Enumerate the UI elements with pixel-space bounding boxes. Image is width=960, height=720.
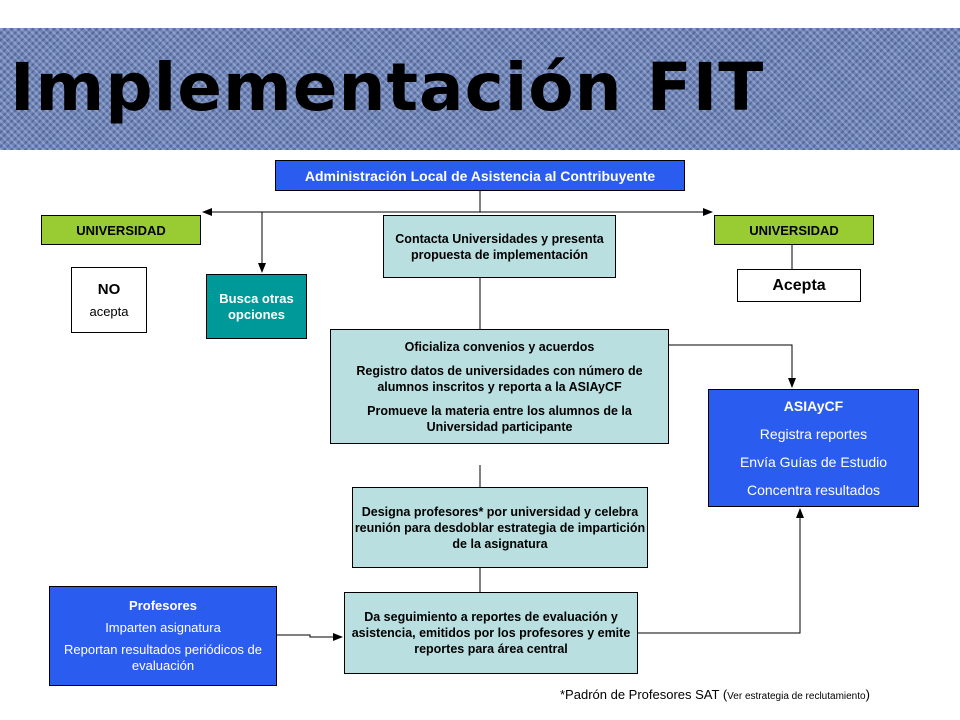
footnote: *Padrón de Profesores SAT (Ver estrategi…	[560, 687, 870, 702]
profesores-line-2: Reportan resultados periódicos de evalua…	[63, 642, 262, 673]
acepta-label: Acepta	[772, 276, 826, 294]
profesores-line-1: Imparten asignatura	[105, 620, 221, 635]
universidad-right-box: UNIVERSIDAD	[714, 215, 874, 245]
contacta-box: Contacta Universidades y presenta propue…	[383, 215, 616, 278]
contacta-label: Contacta Universidades y presenta propue…	[395, 231, 604, 262]
admin-label: Administración Local de Asistencia al Co…	[304, 167, 656, 184]
arrow-oficializa-to-asiaycf	[669, 344, 796, 388]
no-label: NO	[97, 281, 121, 298]
profesores-box: Profesores Imparten asignatura Reportan …	[49, 586, 277, 686]
acepta-sub-label: acepta	[89, 304, 129, 319]
admin-box: Administración Local de Asistencia al Co…	[275, 160, 685, 191]
oficializa-box: Oficializa convenios y acuerdos Registro…	[330, 329, 669, 444]
busca-box: Busca otras opciones	[206, 274, 307, 339]
universidad-right-label: UNIVERSIDAD	[749, 222, 839, 238]
seguimiento-label: Da seguimiento a reportes de evaluación …	[351, 610, 631, 656]
title-banner	[0, 28, 960, 150]
arrow-profesores-to-seguimiento	[277, 633, 343, 641]
busca-label: Busca otras opciones	[219, 290, 294, 322]
asiaycf-title: ASIAyCF	[783, 398, 844, 414]
page-title: Implementación FIT	[10, 49, 765, 126]
arrow-seguimiento-to-asiaycf	[638, 508, 804, 634]
asiaycf-line-2: Envía Guías de Estudio	[739, 454, 888, 470]
acepta-box: Acepta	[737, 269, 861, 302]
footnote-main: *Padrón de Profesores SAT (	[560, 687, 728, 702]
profesores-title: Profesores	[129, 598, 197, 613]
no-acepta-box: NO acepta	[71, 267, 147, 333]
asiaycf-box: ASIAyCF Registra reportes Envía Guías de…	[708, 389, 919, 507]
designa-box: Designa profesores* por universidad y ce…	[352, 487, 648, 568]
universidad-left-label: UNIVERSIDAD	[76, 222, 166, 238]
oficializa-line-1: Oficializa convenios y acuerdos	[404, 339, 595, 354]
oficializa-line-3: Promueve la materia entre los alumnos de…	[367, 403, 632, 434]
seguimiento-box: Da seguimiento a reportes de evaluación …	[344, 592, 638, 674]
oficializa-line-2: Registro datos de universidades con núme…	[356, 363, 643, 394]
footnote-close: )	[865, 687, 870, 702]
universidad-left-box: UNIVERSIDAD	[41, 215, 201, 245]
asiaycf-line-3: Concentra resultados	[746, 482, 881, 498]
asiaycf-line-1: Registra reportes	[759, 426, 868, 442]
designa-label: Designa profesores* por universidad y ce…	[354, 504, 646, 551]
footnote-small: Ver estrategia de reclutamiento	[727, 691, 866, 702]
